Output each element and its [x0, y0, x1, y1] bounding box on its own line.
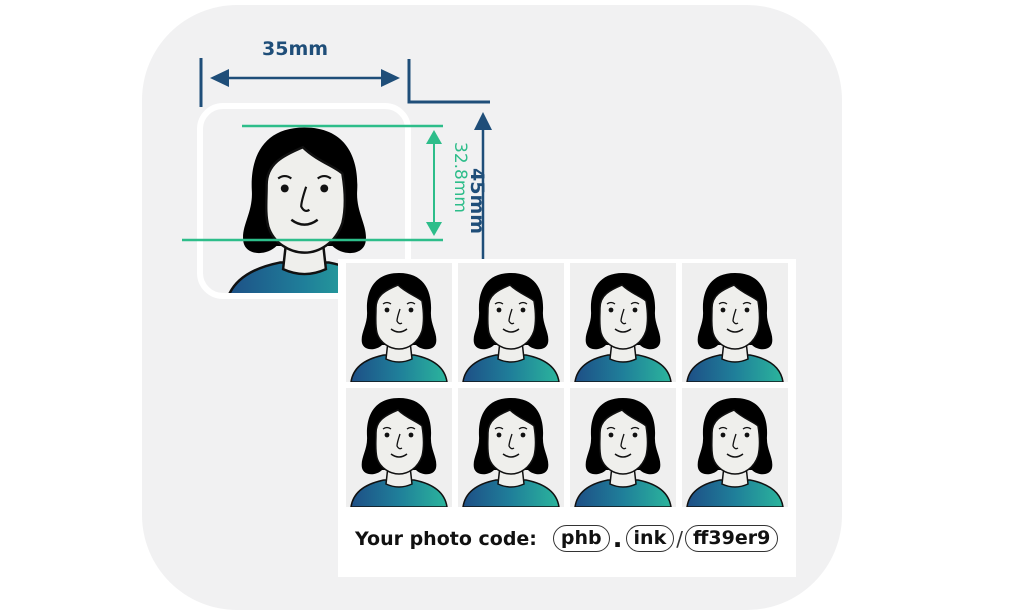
photo-thumbnail	[458, 263, 564, 382]
photo-thumbnail	[682, 263, 788, 382]
width-arrow-left-head	[210, 69, 229, 87]
width-arrow-right-head	[381, 69, 400, 87]
person-illustration	[682, 263, 788, 382]
code-part-2: ink	[625, 525, 675, 552]
code-separator-dot: .	[612, 523, 623, 554]
person-illustration	[682, 388, 788, 507]
photo-thumbnail	[346, 388, 452, 507]
photo-thumbnail	[570, 388, 676, 507]
photo-thumbnail	[458, 388, 564, 507]
face-height-label: 32.8mm	[450, 142, 470, 213]
person-illustration	[570, 388, 676, 507]
face-height-arrow-bottom	[426, 222, 442, 236]
code-part-3: ff39er9	[684, 525, 779, 552]
corner-bracket	[407, 59, 490, 104]
photo-grid	[346, 263, 788, 507]
photo-sheet: Your photo code: phb . ink / ff39er9	[338, 259, 796, 577]
height-arrow-head	[474, 112, 492, 130]
code-part-1: phb	[552, 525, 610, 552]
photo-thumbnail	[346, 263, 452, 382]
code-separator-slash: /	[676, 526, 683, 551]
person-illustration	[346, 263, 452, 382]
photo-thumbnail	[682, 388, 788, 507]
person-illustration	[570, 263, 676, 382]
face-height-arrow-top	[426, 130, 442, 144]
person-illustration	[458, 263, 564, 382]
photo-code-label: Your photo code:	[355, 527, 537, 550]
photo-code-row: Your photo code: phb . ink / ff39er9	[355, 523, 779, 554]
width-label: 35mm	[262, 38, 329, 60]
person-illustration	[458, 388, 564, 507]
photo-thumbnail	[570, 263, 676, 382]
person-illustration	[346, 388, 452, 507]
